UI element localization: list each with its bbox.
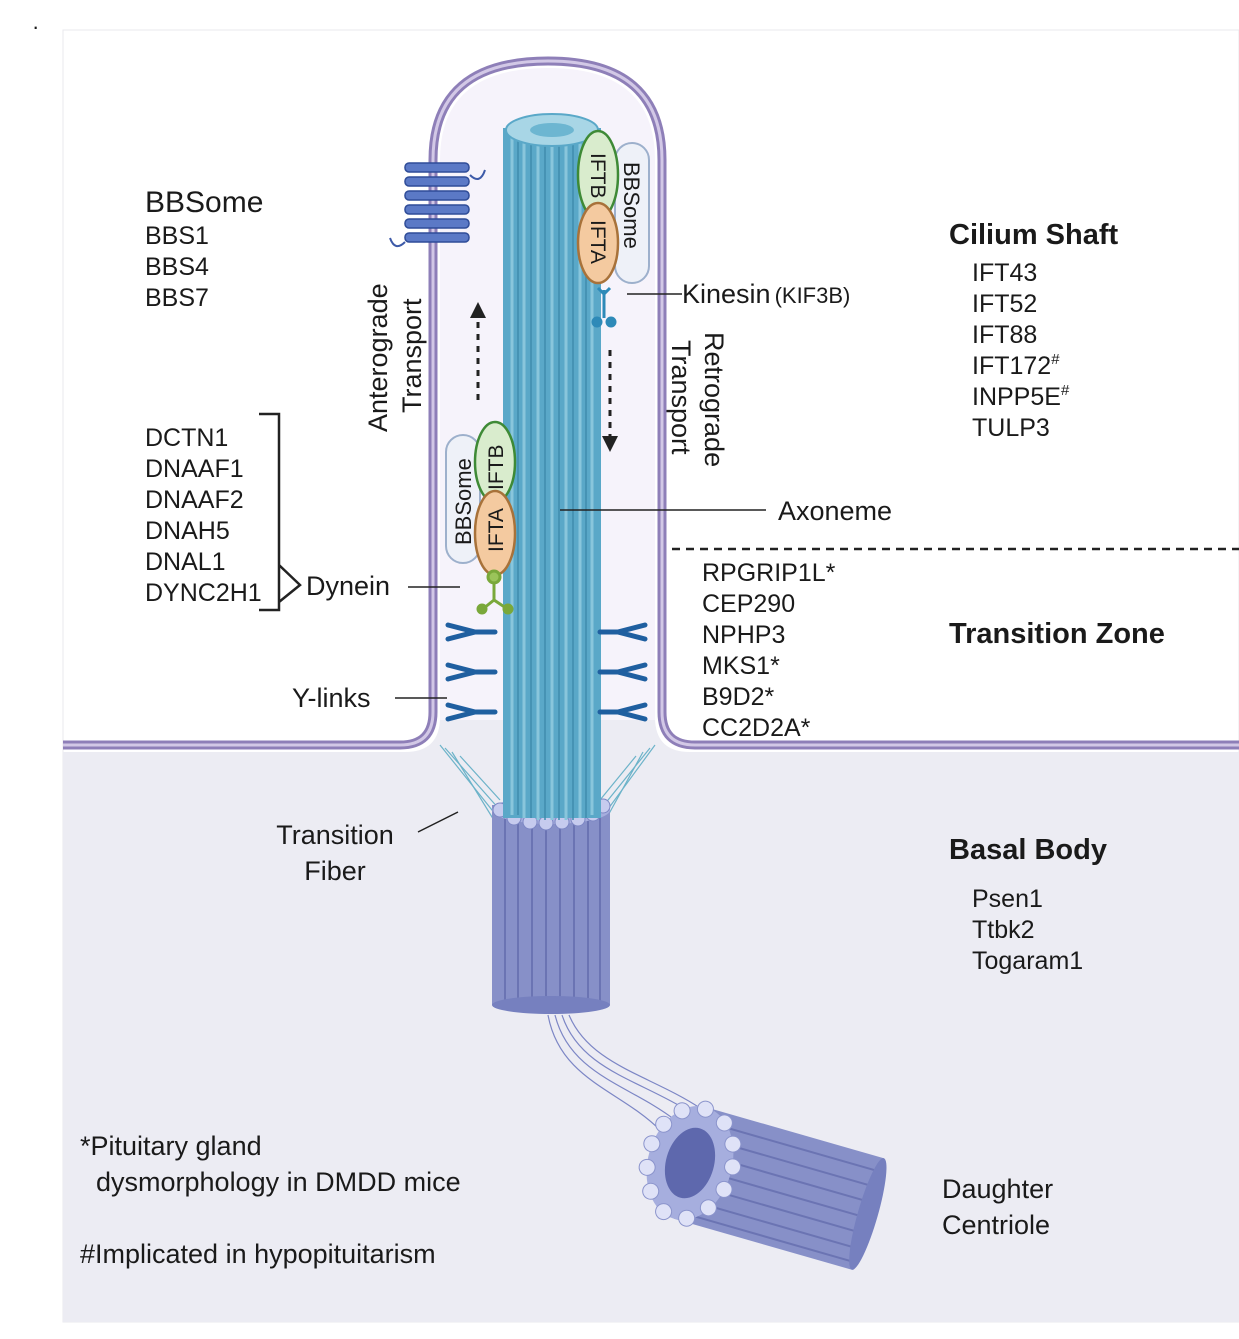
cilium-shaft-gene: TULP3 [972, 414, 1050, 442]
y-links-left [445, 622, 498, 722]
kinesin-motor-icon [591, 286, 617, 328]
footnote-star-line-2: dysmorphology in DMDD mice [96, 1167, 461, 1197]
footnote-hash: #Implicated in hypopituitarism [80, 1239, 436, 1269]
ifta-lower-label: IFTA [485, 508, 508, 552]
daughter-centriole-label-2: Centriole [942, 1210, 1050, 1240]
iftb-lower-label: IFTB [485, 445, 508, 491]
bbsome-group-title: BBSome [145, 186, 263, 219]
cilium-shaft-gene: IFT43 [972, 259, 1037, 287]
iftb-upper-label: IFTB [586, 153, 609, 199]
kinesin-label: Kinesin(KIF3B) [682, 279, 850, 309]
anterograde-label-1: Anterograde [363, 283, 393, 432]
dynein-gene: DNAH5 [145, 517, 230, 545]
bbsome-lower-label: BBSome [451, 458, 476, 545]
dynein-gene: DNAL1 [145, 548, 226, 576]
anterograde-label-2: Transport [397, 298, 427, 413]
transition-zone-gene: CEP290 [702, 590, 795, 618]
y-links-label: Y-links [292, 683, 371, 713]
dynein-gene: DYNC2H1 [145, 579, 262, 607]
bbsome-gene: BBS7 [145, 284, 209, 312]
cilium-shaft-title: Cilium Shaft [949, 219, 1119, 251]
daughter-centriole-label-1: Daughter [942, 1174, 1053, 1204]
cilium-shaft-gene: IFT88 [972, 321, 1037, 349]
y-links-right [597, 622, 648, 722]
transition-zone-gene: CC2D2A* [702, 714, 811, 742]
dynein-gene: DNAAF2 [145, 486, 244, 514]
transition-zone-gene: B9D2* [702, 683, 775, 711]
transition-zone-title: Transition Zone [949, 618, 1165, 650]
dynein-label: Dynein [306, 571, 390, 601]
dynein-motor-icon [476, 569, 514, 615]
dynein-bracket [259, 412, 302, 612]
transition-zone-gene: MKS1* [702, 652, 780, 680]
cilium-shaft-gene: INPP5E# [972, 382, 1070, 411]
daughter-centriole [547, 1014, 887, 1270]
footnote-star-line-1: *Pituitary gland [80, 1131, 262, 1161]
membrane-receptor-icon [389, 162, 486, 248]
ift-train-upper: IFTB IFTA BBSome [576, 129, 650, 285]
transition-zone-gene: RPGRIP1L* [702, 559, 836, 587]
basal-body-barrel [492, 796, 611, 1014]
axoneme-label: Axoneme [778, 496, 892, 526]
basal-body-gene: Togaram1 [972, 947, 1083, 975]
transition-fiber-label-1: Transition [276, 820, 394, 850]
basal-body-title: Basal Body [949, 834, 1107, 866]
ifta-upper-label: IFTA [586, 220, 609, 264]
retrograde-arrow [602, 350, 618, 452]
cilium-shaft-gene: IFT52 [972, 290, 1037, 318]
anterograde-arrow [470, 302, 486, 400]
cytoplasm [63, 300, 1239, 1322]
basal-body-gene: Ttbk2 [972, 916, 1035, 944]
retrograde-label-1: Retrograde [699, 332, 729, 467]
stray-dot: · [32, 14, 39, 39]
basal-body-gene: Psen1 [972, 885, 1043, 913]
ift-train-lower: IFTB IFTA BBSome [445, 420, 517, 577]
bbsome-gene: BBS4 [145, 253, 209, 281]
dynein-gene: DCTN1 [145, 424, 228, 452]
transition-zone-gene: NPHP3 [702, 621, 785, 649]
retrograde-label-2: Transport [666, 340, 696, 455]
cilium-shaft-gene: IFT172# [972, 351, 1060, 380]
dynein-gene: DNAAF1 [145, 455, 244, 483]
leader-lines [395, 293, 766, 833]
bbsome-upper-label: BBSome [619, 162, 644, 249]
bbsome-gene: BBS1 [145, 222, 209, 250]
transition-fiber-label-2: Fiber [304, 856, 366, 886]
